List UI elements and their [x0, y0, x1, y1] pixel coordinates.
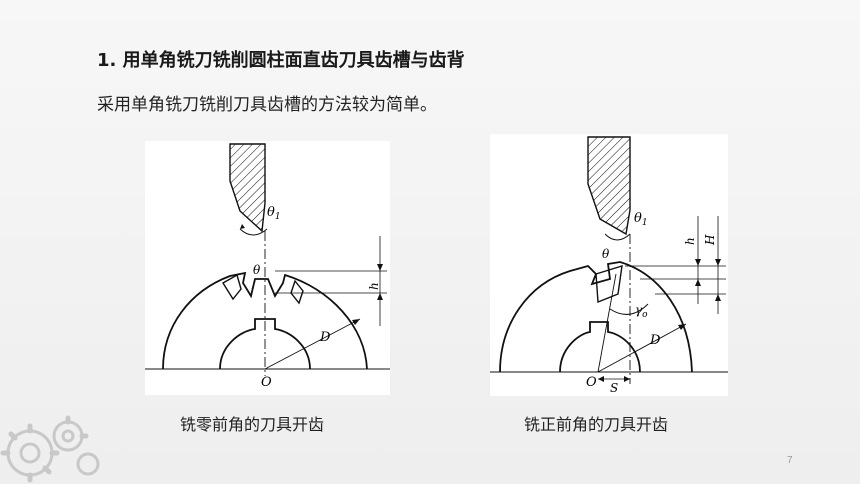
diameter-line-right	[597, 323, 687, 373]
label-h: h	[367, 282, 381, 290]
workpiece-outline-right	[499, 261, 693, 373]
slide-heading: 1. 用单角铣刀铣削圆柱面直齿刀具齿槽与齿背	[97, 50, 465, 71]
rake-line	[597, 273, 617, 373]
label-D-right: D	[649, 333, 661, 348]
gamma-arc	[609, 303, 649, 315]
diameter-arrow-right	[678, 324, 686, 330]
label-theta1-right: θ1	[634, 211, 648, 228]
h-dimension	[275, 236, 387, 326]
figure-zero-rake: θ1 θ D O	[145, 141, 390, 395]
zero-rake-diagram: θ1 θ D O	[145, 143, 390, 390]
workpiece-outline	[162, 271, 368, 370]
theta1-arc-right	[604, 233, 631, 241]
slide-subtitle: 采用单角铣刀铣削刀具齿槽的方法较为简单。	[97, 95, 437, 115]
theta-tick	[251, 280, 256, 290]
diameter-arrow	[352, 319, 360, 325]
label-H: H	[703, 234, 717, 246]
s-dimension	[598, 376, 630, 382]
theta1-arrow	[240, 224, 245, 229]
label-theta: θ	[253, 263, 261, 277]
label-theta-right: θ	[602, 247, 610, 261]
hub-bore-right	[559, 321, 641, 373]
theta1-arc	[239, 228, 268, 236]
label-gamma: γo	[635, 303, 648, 320]
label-S: S	[610, 381, 618, 395]
figure-positive-rake: θ1 θ γo D O S	[490, 134, 728, 396]
caption-zero-rake: 铣零前角的刀具开齿	[180, 415, 325, 434]
caption-positive-rake: 铣正前角的刀具开齿	[524, 415, 669, 434]
label-D: D	[319, 330, 331, 345]
label-theta1: θ1	[267, 205, 281, 222]
page-number: 7	[787, 455, 793, 466]
cutter-body	[229, 143, 266, 233]
diameter-line	[264, 318, 361, 370]
gears-icon	[0, 415, 100, 483]
h-H-dimension	[625, 216, 726, 314]
label-O: O	[261, 375, 272, 390]
label-O-right: O	[586, 375, 597, 390]
label-h-right: h	[683, 237, 697, 245]
positive-rake-diagram: θ1 θ γo D O S	[490, 136, 728, 395]
cutter-body-right	[587, 136, 631, 236]
hub-bore	[219, 318, 311, 370]
